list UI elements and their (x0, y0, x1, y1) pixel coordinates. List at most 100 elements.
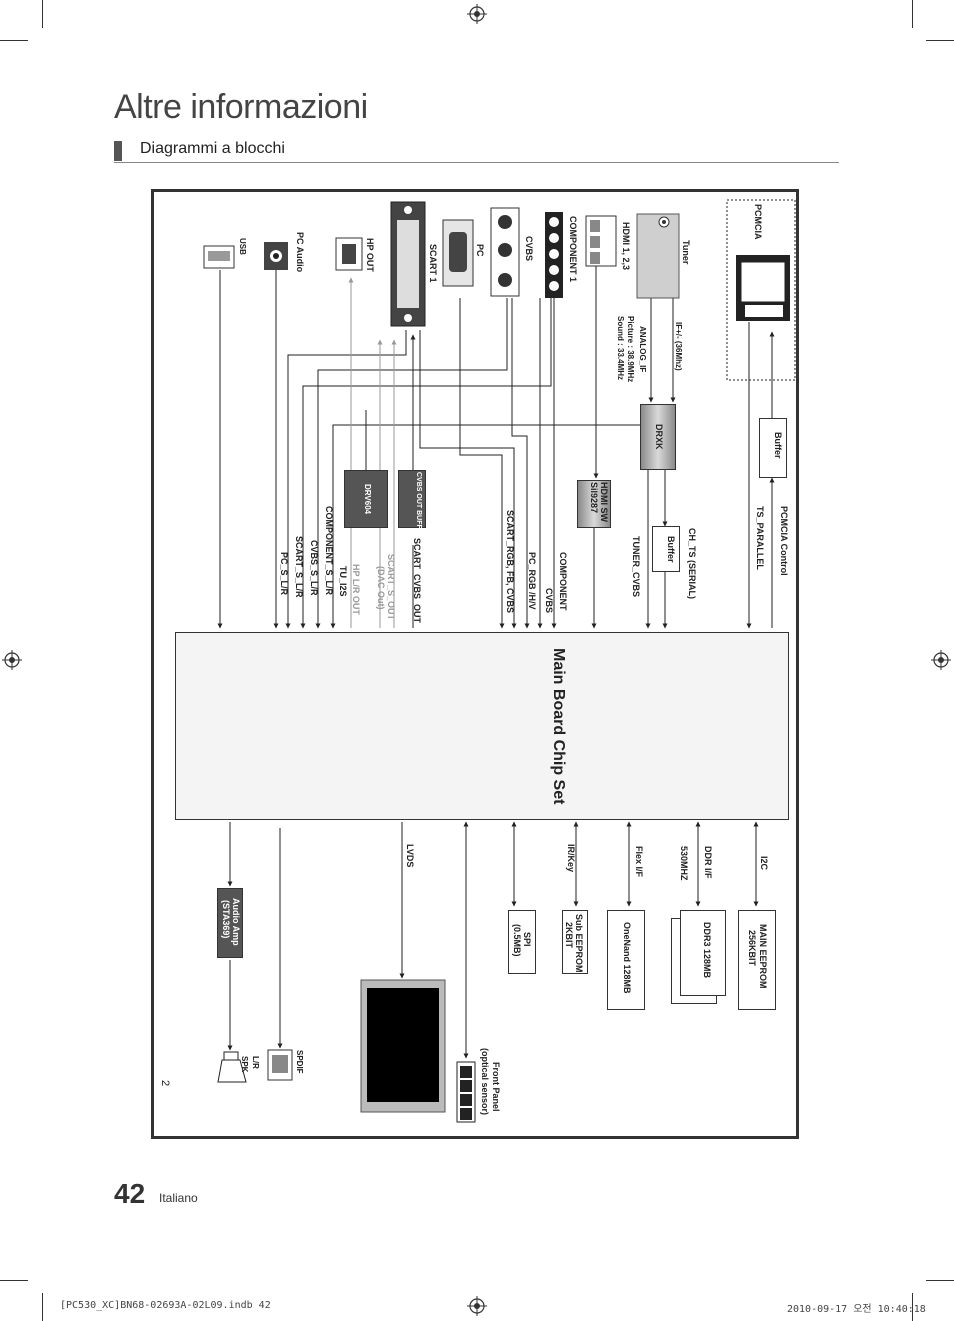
spdif-connector-icon (267, 1049, 293, 1081)
spi-block (508, 910, 536, 974)
signal-ddr-if: DDR I/F (703, 846, 713, 879)
hdmi-label: HDMI 1, 2,3 (621, 222, 631, 271)
main-eeprom-label: MAIN EEPROM (758, 924, 768, 989)
main-eeprom-block (738, 910, 776, 1010)
pcmcia-region (726, 199, 796, 381)
cvbs-jack-icon (490, 207, 520, 297)
section-title: Diagrammi a blocchi (140, 140, 285, 157)
signal-cvbs: CVBS (544, 588, 554, 614)
crop-mark (912, 1293, 913, 1321)
crop-mark (926, 1280, 954, 1281)
cvbs-input-label: CVBS (524, 236, 534, 262)
pc-audio-jack-icon (264, 242, 288, 270)
tuner-label: Tuner (681, 240, 691, 265)
page-number: 42 (114, 1178, 146, 1209)
section-marker (114, 141, 122, 161)
lr-label: L/R (251, 1056, 260, 1069)
signal-cvbs-s-lr: CVBS_S_L/R (309, 540, 319, 596)
crop-mark (0, 40, 28, 41)
registration-mark-icon (467, 1296, 487, 1316)
registration-mark-icon (931, 650, 951, 670)
main-chipset-block (175, 632, 789, 820)
signal-ir-key: IR/Key (566, 844, 576, 873)
signal-scart-s-out: SCART_S_OUT (386, 554, 396, 621)
hdmi-switch-part: Sil9287 (589, 482, 599, 514)
optical-sensor-label: (optical sensor) (480, 1048, 490, 1116)
page-language: Italiano (159, 1191, 198, 1205)
component-jack-icon (545, 212, 563, 298)
tuner-if-note: IF+/- (36Mhz) (674, 322, 683, 371)
section-divider (114, 162, 839, 163)
tuner-picture-note: Picture : 38.9MHz (626, 316, 635, 383)
front-panel-icon (456, 1061, 476, 1123)
audio-amp-part: (STA369) (221, 900, 231, 939)
chipset-label: Main Board Chip Set (550, 648, 567, 805)
buffer-mid-label: Buffer (666, 536, 676, 563)
registration-mark-icon (467, 4, 487, 24)
tuner-icon (636, 213, 680, 299)
signal-pc-rgb: PC_RGB /H/V (527, 552, 537, 610)
page-title: Altre informazioni (114, 88, 368, 126)
corner-mark: 2 (159, 1080, 171, 1087)
drv604-label: DRV604 (363, 484, 372, 515)
vga-connector-icon (442, 219, 474, 287)
onenand-block (607, 910, 645, 1010)
hdmi-switch-label: HDMI SW (599, 482, 609, 522)
buffer-mid-block (652, 526, 680, 572)
usb-connector-icon (203, 245, 235, 269)
pcmcia-card-icon (736, 255, 790, 321)
main-eeprom-size: 256KBIT (747, 930, 757, 967)
spi-size: (0.5MB) (512, 924, 522, 957)
scart-connector-icon (390, 201, 426, 327)
signal-hp-lr-out: HP L/R OUT (351, 564, 361, 615)
spdif-label: SPDIF (295, 1050, 304, 1074)
lcd-panel-icon (360, 979, 446, 1113)
headphone-jack-icon (335, 237, 363, 271)
pcmcia-label: PCMCIA (753, 204, 763, 240)
signal-pcmcia-control: PCMCIA Control (779, 506, 789, 576)
signal-component: COMPONENT (558, 552, 568, 611)
signal-tu-i2s: TU_I2S (338, 566, 348, 597)
signal-dac-out: (DAC Out) (376, 566, 386, 610)
signal-flex-if: Flex I/F (634, 846, 644, 878)
hp-out-label: HP OUT (365, 238, 375, 272)
signal-scart-cvbs-out: SCART_CVBS_OUT (412, 538, 422, 624)
signal-tuner-cvbs: TUNER_CVBS (631, 536, 641, 598)
drxk-block (640, 404, 676, 470)
signal-ch-ts: CH_TS (SERIAL) (687, 528, 697, 600)
tuner-analog-if-note: ANALOG_IF (638, 326, 647, 373)
crop-mark (912, 0, 913, 28)
pc-label: PC (475, 244, 485, 257)
signal-i2c: I2C (759, 856, 769, 871)
usb-label: USB (238, 238, 247, 255)
signal-ts-parallel: TS_PARALLEL (755, 506, 765, 570)
ddr-label: DDR3 128MB (702, 922, 712, 979)
hdmi-connector-icon (585, 215, 617, 267)
sub-eeprom-size: 2KBIT (564, 922, 574, 949)
crop-mark (926, 40, 954, 41)
speaker-icon (217, 1051, 247, 1083)
registration-mark-icon (2, 650, 22, 670)
signal-scart-rgb: SCART_RGB, FB, CVBS (505, 510, 515, 614)
signal-scart-s-lr: SCART_S_L/R (294, 536, 304, 598)
spk-label: SPK (240, 1056, 249, 1073)
crop-mark (42, 1293, 43, 1321)
ddr-block (680, 910, 726, 996)
drxk-label: DRXK (654, 424, 664, 450)
signal-component-s-lr: COMPONENT_S_L/R (324, 506, 334, 596)
scart-label: SCART 1 (428, 244, 438, 283)
audio-amp-block (217, 888, 243, 958)
sub-eeprom-label: Sub EEPROM (574, 914, 584, 973)
crop-mark (42, 0, 43, 28)
signal-ddr-speed: 530MHZ (679, 846, 689, 881)
signal-pc-s-lr: PC_S_L/R (279, 552, 289, 596)
footer-filename: [PC530_XC]BN68-02693A-02L09.indb 42 (60, 1300, 271, 1311)
buffer-top-label: Buffer (773, 432, 783, 459)
crop-mark (0, 1280, 28, 1281)
hdmi-switch-block (577, 480, 611, 528)
cvbs-out-buffer-block (398, 470, 426, 528)
onenand-label: OneNand 128MB (622, 922, 632, 994)
audio-amp-label: Audio Amp (231, 898, 241, 946)
pc-audio-label: PC Audio (295, 232, 305, 273)
